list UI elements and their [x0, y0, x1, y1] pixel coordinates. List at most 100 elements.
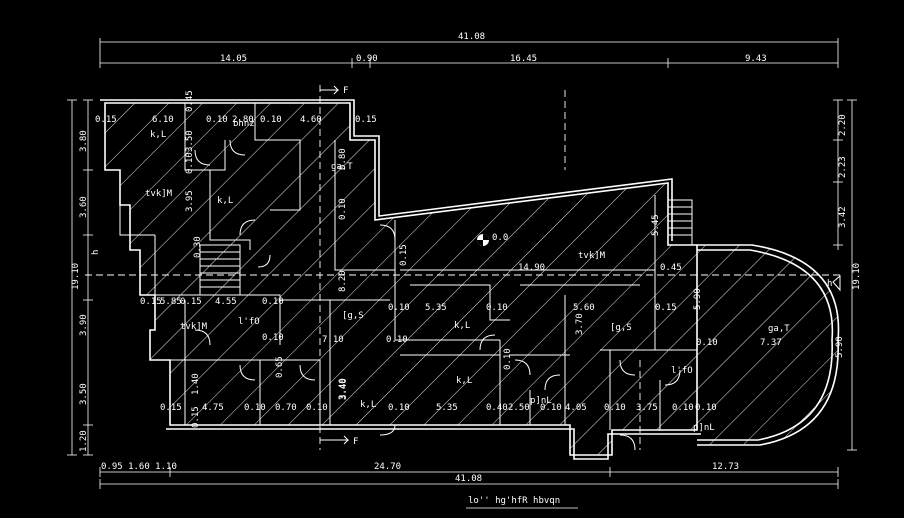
- bottom-small-dimensions: 0.95 1.60 1.10: [101, 462, 177, 472]
- section-lines: [85, 85, 840, 450]
- hatched-floor-area: [105, 103, 839, 455]
- inner-dimension: 4.75: [202, 403, 224, 413]
- left-dimension-3: 3.90: [79, 314, 89, 336]
- drawing-title: lo'' hg'hfR hbvqn: [468, 496, 560, 506]
- inner-dimension: 3.40: [338, 378, 348, 400]
- stairs: [199, 199, 693, 296]
- inner-dimension: 3.75: [636, 403, 658, 413]
- room-labels: k,L k,L k,L k,L k,L tvk]M tvk]M tvk]M ga…: [145, 119, 790, 433]
- room-label: k,L: [150, 130, 166, 140]
- room-label: k,L: [217, 196, 233, 206]
- inner-dimension: 0.15: [160, 403, 182, 413]
- inner-dimension: 0.10: [206, 115, 228, 125]
- top-dimension-lines: [99, 38, 839, 68]
- side-marker-label: h: [827, 279, 832, 289]
- inner-dimension: 0.10: [695, 403, 717, 413]
- inner-dimension: 0.45: [660, 263, 682, 273]
- inner-dimension: 5.85: [160, 297, 182, 307]
- exterior-walls: [100, 99, 840, 460]
- inner-dimension: 0.45: [185, 90, 195, 112]
- left-dimension-2: 3.60: [79, 196, 89, 218]
- room-label: [g,S: [610, 323, 632, 333]
- left-dimension-4: 3.50: [79, 383, 89, 405]
- inner-dimension: 1.40: [191, 373, 201, 395]
- inner-dimension: 2.80: [232, 115, 254, 125]
- inner-dimension: 0.10: [696, 338, 718, 348]
- door-swings: [194, 139, 681, 451]
- inner-dimension: 14.90: [518, 263, 545, 273]
- inner-dimension: 0.10: [388, 403, 410, 413]
- room-label: l'fO: [238, 317, 260, 327]
- inner-dimension: 0.10: [540, 403, 562, 413]
- inner-dimension: 0.70: [275, 403, 297, 413]
- interior-dimensions: 0.15 6.10 0.10 2.80 0.10 4.60 0.15 3.50 …: [95, 90, 782, 428]
- top-dimension-4: 9.43: [745, 54, 767, 64]
- room-label: k,L: [360, 400, 376, 410]
- inner-dimension: 0.10: [338, 198, 348, 220]
- inner-dimension: 3.50: [185, 130, 195, 152]
- right-dimension-1: 2.20: [838, 114, 848, 136]
- bottom-mid-dimension: 24.70: [374, 462, 401, 472]
- inner-dimension: 0.15: [399, 244, 409, 266]
- interior-walls: [119, 103, 697, 430]
- inner-dimension: 0.10: [306, 403, 328, 413]
- inner-dimension: 3.70: [575, 313, 585, 335]
- section-marker-top: F: [320, 85, 348, 96]
- inner-dimension: 0.10: [604, 403, 626, 413]
- level-marker-label: 0.0: [492, 233, 508, 243]
- room-label: p]nL: [693, 423, 715, 433]
- inner-dimension: 3.95: [185, 190, 195, 212]
- section-marker-bottom-label: F: [353, 437, 358, 447]
- inner-dimension: 0.10: [185, 152, 195, 174]
- inner-dimension: 0.15: [180, 297, 202, 307]
- inner-dimension: 0.15: [355, 115, 377, 125]
- level-marker: 0.0: [477, 233, 508, 246]
- inner-dimension: 0.10: [388, 303, 410, 313]
- room-label: tvk]M: [145, 189, 173, 199]
- bottom-dimension-lines: [99, 467, 839, 489]
- inner-dimension: 5.90: [693, 288, 703, 310]
- top-dimension-2: 0.90: [356, 54, 378, 64]
- inner-dimension: 0.65: [275, 356, 285, 378]
- inner-dimension: 2.50: [508, 403, 530, 413]
- top-dimension-1: 14.05: [220, 54, 247, 64]
- inner-dimension: 5.60: [573, 303, 595, 313]
- section-marker-bottom: F: [320, 435, 358, 447]
- room-label: k,L: [456, 376, 472, 386]
- right-dimension-4: 5.90: [835, 336, 845, 358]
- inner-dimension: 0.15: [655, 303, 677, 313]
- room-label: [g,S: [342, 311, 364, 321]
- bottom-right-dimension: 12.73: [712, 462, 739, 472]
- room-label: l'fO: [671, 366, 693, 376]
- left-marker-label: h: [91, 250, 101, 255]
- inner-dimension: 4.05: [565, 403, 587, 413]
- room-label: ga,T: [768, 324, 790, 334]
- room-label: k,L: [454, 321, 470, 331]
- inner-dimension: 6.10: [152, 115, 174, 125]
- inner-dimension: 4.60: [300, 115, 322, 125]
- inner-dimension: 0.40: [486, 403, 508, 413]
- right-dimension-lines: [833, 99, 857, 451]
- inner-dimension: 0.10: [486, 303, 508, 313]
- left-dimension-1: 3.80: [79, 130, 89, 152]
- inner-dimension: 0.15: [95, 115, 117, 125]
- left-dimension-5: 1.20: [79, 430, 89, 452]
- inner-dimension: 7.37: [760, 338, 782, 348]
- inner-dimension: 0.30: [193, 236, 203, 258]
- inner-dimension: 3.40: [339, 378, 349, 400]
- left-total-dimension: 19.10: [71, 263, 81, 290]
- inner-dimension: 5.35: [436, 403, 458, 413]
- inner-dimension: 0.10: [262, 297, 284, 307]
- top-dimension-3: 16.45: [510, 54, 537, 64]
- inner-dimension: 0.10: [503, 348, 513, 370]
- right-dimension-2: 2.23: [838, 156, 848, 178]
- inner-dimension: 0.15: [140, 297, 162, 307]
- top-total-dimension: 41.08: [458, 32, 485, 42]
- bottom-total-dimension: 41.08: [455, 474, 482, 484]
- inner-dimension: 0.10: [386, 335, 408, 345]
- room-label: tvk]M: [180, 322, 208, 332]
- room-label: tvk]M: [578, 251, 606, 261]
- inner-dimension: 5.45: [651, 214, 661, 236]
- left-dimension-lines: [67, 99, 93, 456]
